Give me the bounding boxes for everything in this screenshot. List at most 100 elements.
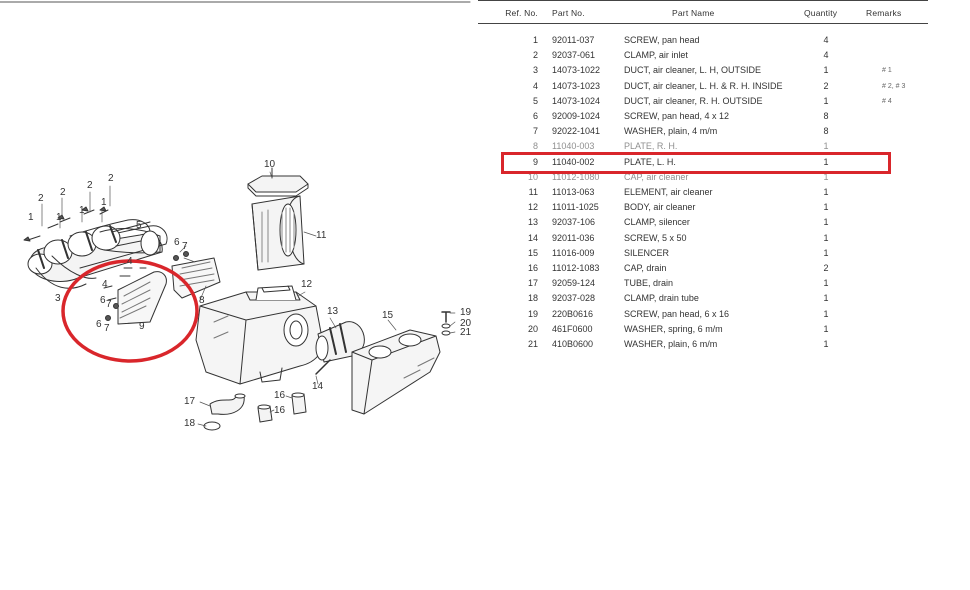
row-quantity: 1 — [823, 247, 829, 258]
callout-12: 12 — [301, 279, 313, 290]
duct-assembly — [23, 206, 168, 289]
row-part-name: ELEMENT, air cleaner — [624, 187, 713, 197]
callout-5: 5 — [136, 220, 142, 231]
row-part-no: 11040-003 — [552, 141, 595, 152]
row-quantity: 1 — [823, 156, 829, 167]
row-part-no: 11012-1083 — [552, 263, 600, 273]
row-ref-no: 18 — [527, 293, 538, 304]
row-ref-no: 21 — [527, 339, 538, 349]
callout-6a: 6 — [174, 237, 180, 248]
row-quantity: 1 — [823, 293, 829, 304]
row-ref-no: 9 — [532, 156, 538, 167]
callout-9: 9 — [139, 321, 145, 332]
row-ref-no: 4 — [532, 80, 538, 91]
row-part-name: CLAMP, drain tube — [624, 293, 699, 304]
row-remark: # 2, # 3 — [882, 82, 906, 90]
row-part-name: SILENCER — [624, 247, 670, 258]
callout-10: 10 — [264, 159, 276, 170]
callout-11: 11 — [316, 230, 327, 241]
row-part-name: SCREW, pan head — [624, 35, 700, 45]
row-quantity: 1 — [823, 171, 829, 182]
callout-6b: 6 — [100, 295, 106, 306]
row-part-name: CAP, drain — [624, 263, 667, 273]
row-ref-no: 8 — [532, 141, 538, 152]
row-part-no: 92037-106 — [552, 217, 596, 228]
table-top-rule — [478, 0, 928, 1]
row-part-no: 92011-036 — [552, 232, 595, 243]
row-part-no: 11012-1080 — [552, 171, 600, 182]
callout-14: 14 — [312, 381, 324, 392]
header-part-no: Part No. — [552, 8, 585, 18]
callout-6c: 6 — [96, 319, 102, 330]
row-part-no: 92037-028 — [552, 293, 596, 304]
callout-15: 15 — [382, 310, 394, 321]
row-remark: # 1 — [882, 67, 892, 75]
highlight-box-row-9 — [501, 152, 891, 174]
row-part-name: DUCT, air cleaner, L. H. & R. H. INSIDE — [624, 80, 783, 91]
callout-16a: 16 — [274, 390, 286, 401]
row-part-name: WASHER, spring, 6 m/m — [624, 323, 723, 334]
header-ref-no: Ref. No. — [505, 8, 538, 18]
table-row: 15 11016-009 SILENCER 1 — [478, 248, 970, 262]
plate-lh — [103, 271, 167, 325]
row-ref-no: 1 — [532, 35, 538, 45]
row-part-no: 11013-063 — [552, 187, 595, 197]
row-quantity: 4 — [823, 50, 829, 61]
plate-rh — [119, 251, 221, 299]
row-ref-no: 19 — [527, 308, 538, 319]
row-ref-no: 2 — [532, 50, 538, 61]
row-part-name: SCREW, pan head, 4 x 12 — [624, 111, 730, 121]
row-quantity: 1 — [823, 278, 829, 289]
callout-7b: 7 — [106, 299, 112, 310]
callout-1a: 1 — [28, 212, 34, 223]
row-quantity: 1 — [823, 323, 829, 334]
row-part-name: SCREW, pan head, 6 x 16 — [624, 308, 730, 319]
row-ref-no: 15 — [527, 247, 538, 258]
callout-1c: 1 — [79, 205, 85, 216]
header-quantity: Quantity — [804, 8, 838, 18]
row-quantity: 1 — [823, 202, 829, 213]
highlight-circle — [61, 259, 199, 363]
row-quantity: 1 — [823, 65, 829, 76]
row-ref-no: 6 — [532, 111, 538, 121]
drain-caps — [257, 392, 307, 423]
parts-table: Ref. No. Part No. Part Name Quantity Rem… — [478, 0, 970, 360]
callout-7c: 7 — [104, 323, 110, 334]
row-ref-no: 14 — [527, 232, 538, 243]
row-part-name: CAP, air cleaner — [624, 171, 689, 182]
header-remarks: Remarks — [866, 8, 902, 18]
row-ref-no: 13 — [527, 217, 538, 228]
row-quantity: 8 — [823, 126, 829, 137]
callout-2d: 2 — [108, 173, 114, 184]
row-part-name: SCREW, 5 x 50 — [624, 232, 687, 243]
row-part-no: 92009-1024 — [552, 111, 601, 121]
row-part-name: WASHER, plain, 6 m/m — [624, 339, 718, 349]
row-part-name: BODY, air cleaner — [624, 202, 696, 213]
callout-18: 18 — [184, 418, 196, 429]
row-ref-no: 20 — [527, 323, 538, 334]
callout-8: 8 — [199, 295, 205, 306]
row-part-no: 11016-009 — [552, 247, 595, 258]
callout-2b: 2 — [60, 187, 66, 198]
diagram-drawing — [0, 1, 471, 431]
row-part-name: PLATE, L. H. — [624, 156, 676, 167]
row-part-name: PLATE, R. H. — [624, 141, 678, 152]
callout-1b: 1 — [56, 212, 62, 223]
row-part-name: DUCT, air cleaner, R. H. OUTSIDE — [624, 95, 763, 106]
callout-17: 17 — [184, 396, 196, 407]
row-part-no: 14073-1023 — [552, 80, 601, 91]
drain-tube — [203, 393, 246, 431]
